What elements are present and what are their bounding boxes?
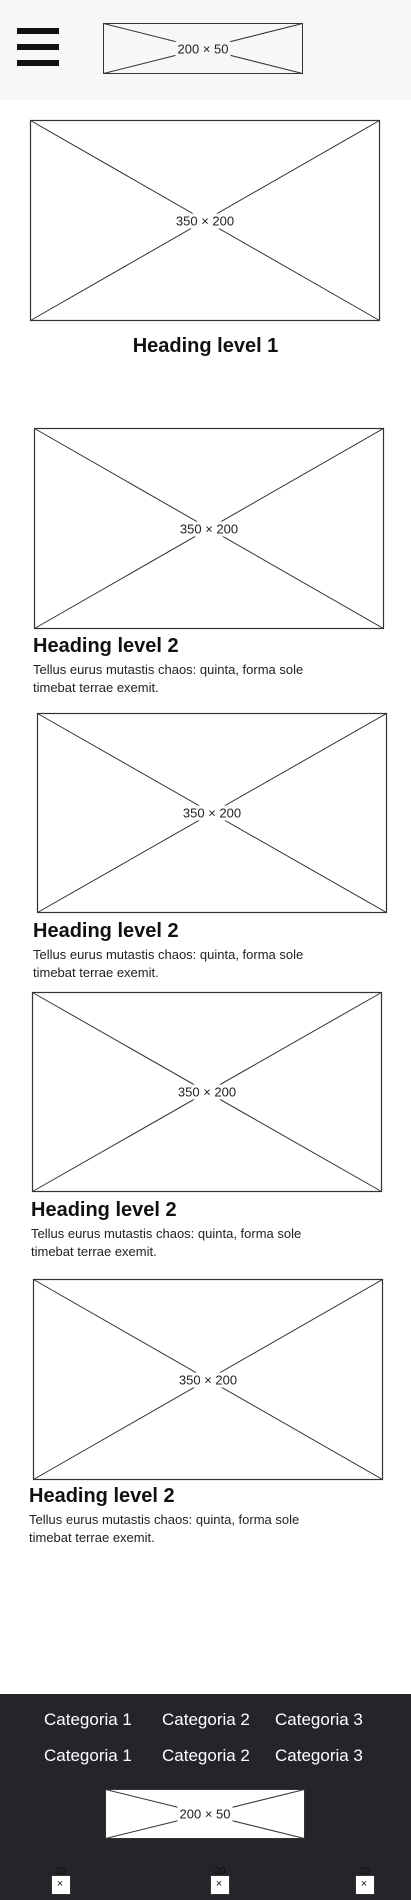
card-image-placeholder: 350 × 200	[36, 712, 388, 914]
hamburger-menu-icon[interactable]	[17, 28, 59, 66]
footer-category-link[interactable]: Categoria 2	[162, 1746, 250, 1765]
footer-category-link[interactable]: Categoria 1	[44, 1746, 132, 1765]
social-icon-size: 20	[55, 1866, 67, 1877]
close-icon: ×	[56, 1878, 64, 1890]
card-image-label: 350 × 200	[175, 1084, 239, 1100]
footer-logo-placeholder[interactable]: 200 × 50	[105, 1789, 305, 1839]
footer-category-link[interactable]: Categoria 2	[162, 1710, 250, 1729]
card-text: Tellus eurus mutastis chaos: quinta, for…	[33, 947, 304, 980]
card-heading: Heading level 2	[33, 635, 179, 657]
social-icon-size: 20	[214, 1866, 226, 1877]
footer-category-link[interactable]: Categoria 3	[275, 1710, 363, 1729]
header: 200 × 50	[0, 0, 411, 100]
card-text: Tellus eurus mutastis chaos: quinta, for…	[29, 1512, 300, 1545]
social-icon[interactable]: 20 ×	[210, 1866, 230, 1895]
footer-logo-label: 200 × 50	[177, 1806, 233, 1822]
card-heading: Heading level 2	[29, 1485, 175, 1507]
card-image-label: 350 × 200	[177, 521, 241, 536]
card-image-label: 350 × 200	[176, 1372, 240, 1387]
close-icon: ×	[215, 1878, 223, 1890]
card-image-placeholder: 350 × 200	[31, 991, 383, 1193]
close-icon: ×	[360, 1878, 368, 1890]
logo-placeholder-label: 200 × 50	[175, 41, 231, 56]
card-text: Tellus eurus mutastis chaos: quinta, for…	[31, 1226, 302, 1259]
footer-category-link[interactable]: Categoria 1	[44, 1710, 132, 1729]
card-heading: Heading level 2	[33, 920, 179, 942]
card-image-label: 350 × 200	[180, 805, 244, 821]
hero-image-placeholder: 350 × 200	[29, 119, 381, 322]
card-image-placeholder: 350 × 200	[33, 427, 385, 630]
card-heading: Heading level 2	[31, 1199, 177, 1221]
card-image-placeholder: 350 × 200	[32, 1278, 384, 1481]
hero-image-label: 350 × 200	[173, 213, 237, 228]
footer: Categoria 1 Categoria 2 Categoria 3 Cate…	[0, 1694, 411, 1900]
social-icon-size: 20	[359, 1866, 371, 1877]
page-title: Heading level 1	[132, 335, 279, 357]
logo-placeholder[interactable]: 200 × 50	[103, 23, 303, 74]
footer-category-link[interactable]: Categoria 3	[275, 1746, 363, 1765]
social-icon[interactable]: 20 ×	[355, 1866, 375, 1895]
social-icon[interactable]: 20 ×	[51, 1866, 71, 1895]
card-text: Tellus eurus mutastis chaos: quinta, for…	[33, 662, 304, 695]
